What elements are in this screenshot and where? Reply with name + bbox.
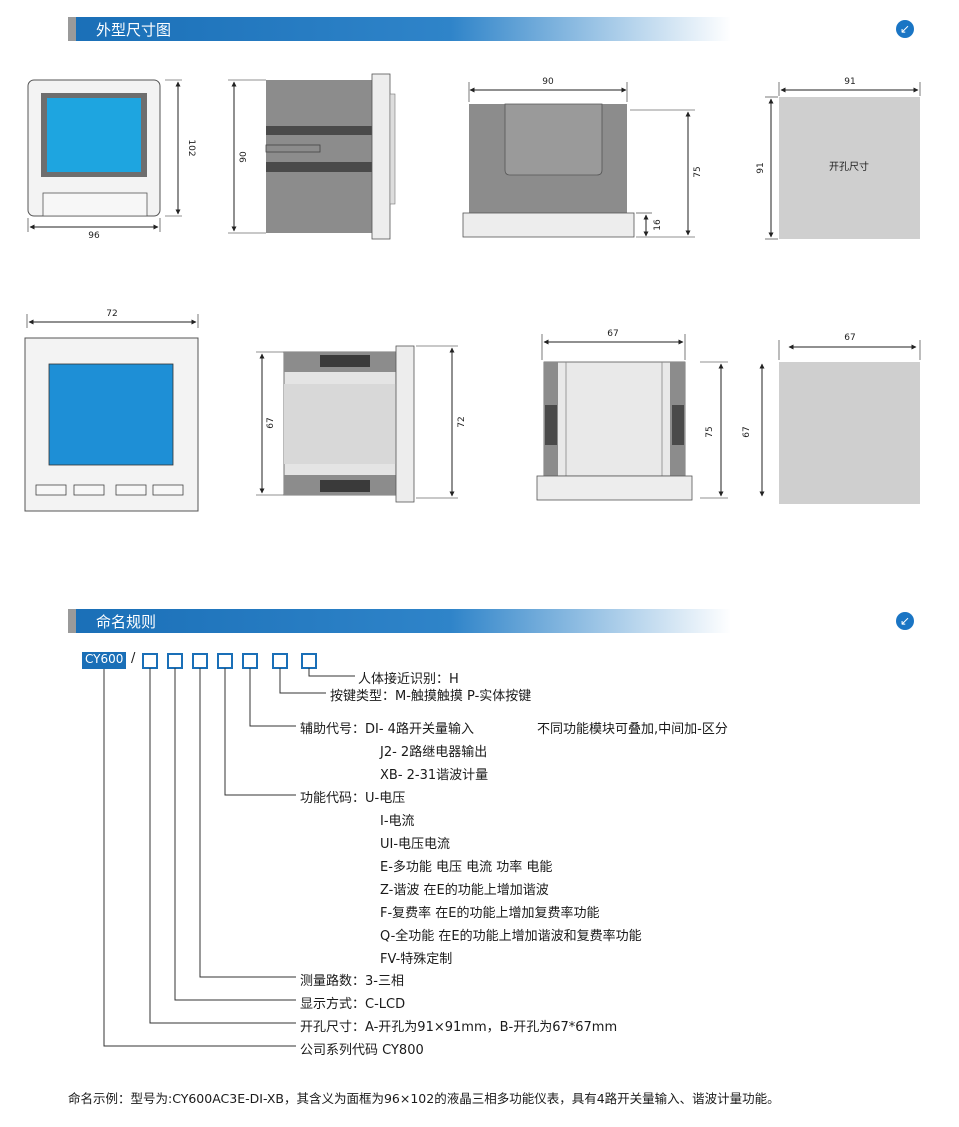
naming-line-func-u: 功能代码：U-电压 <box>300 791 406 806</box>
top-view-large: 90 75 16 <box>462 77 703 238</box>
naming-line-aux-j2: J2- 2路继电器输出 <box>380 745 488 760</box>
arrow-down-left-icon[interactable]: ↙ <box>896 612 914 630</box>
section-title: 外型尺寸图 <box>96 21 172 39</box>
model-code: CY600 <box>85 652 124 666</box>
naming-example: 命名示例：型号为:CY600AC3E-DI-XB，其含义为面框为96×102的液… <box>68 1091 780 1106</box>
cutout-height-label: 91 <box>756 162 766 173</box>
top-small-height-label: 67 <box>742 426 752 437</box>
naming-line-func-f: F-复费率 在E的功能上增加复费率功能 <box>380 906 600 921</box>
naming-line-func-z: Z-谐波 在E的功能上增加谐波 <box>380 883 549 898</box>
dimension-drawings: 102 96 90 90 75 16 <box>24 73 921 512</box>
section-header-dimensions: 外型尺寸图 ↙ <box>68 17 918 41</box>
top-flange-label: 16 <box>653 219 663 231</box>
naming-line-key-type: 按键类型：M-触摸触摸 P-实体按键 <box>330 689 532 704</box>
section-marker <box>68 17 76 41</box>
naming-line-func-e: E-多功能 电压 电流 功率 电能 <box>380 860 553 875</box>
top-view-small: 67 75 67 <box>536 329 765 501</box>
naming-line-body-sense: 人体接近识别：H <box>358 672 459 687</box>
side-depth-label: 90 <box>239 151 249 163</box>
side-view-small: 67 72 <box>256 345 467 503</box>
naming-line-func-fv: FV-特殊定制 <box>380 952 453 967</box>
arrow-down-left-icon[interactable]: ↙ <box>896 20 914 38</box>
cutout-small-width-label: 67 <box>844 333 855 343</box>
side-small-left-label: 67 <box>266 417 276 428</box>
naming-line-display: 显示方式：C-LCD <box>300 997 406 1012</box>
section-marker <box>68 609 76 633</box>
naming-line-aux-xb: XB- 2-31谐波计量 <box>380 768 489 783</box>
front-width-label: 96 <box>88 231 100 241</box>
naming-line-func-i: I-电流 <box>380 814 415 829</box>
cutout-small: 67 <box>778 333 921 504</box>
naming-line-aux-note: 不同功能模块可叠加,中间加-区分 <box>537 722 728 737</box>
top-width-label: 90 <box>542 77 554 87</box>
cutout-width-label: 91 <box>844 77 855 87</box>
cutout-large: 91 开孔尺寸 91 <box>756 77 921 240</box>
naming-line-cutout: 开孔尺寸：A-开孔为91×91mm，B-开孔为67*67mm <box>300 1020 618 1035</box>
top-body-label: 75 <box>693 166 703 177</box>
front-view-large: 102 96 <box>27 79 196 241</box>
section-header-naming: 命名规则 ↙ <box>68 609 918 633</box>
side-view-large: 90 <box>228 73 396 240</box>
front-small-width-label: 72 <box>106 309 117 319</box>
front-view-small: 72 <box>24 309 199 512</box>
front-height-label: 102 <box>186 139 196 156</box>
naming-line-channels: 测量路数：3-三相 <box>300 974 404 989</box>
top-small-body-label: 75 <box>705 426 715 437</box>
naming-line-func-ui: UI-电压电流 <box>380 837 451 852</box>
cutout-label: 开孔尺寸 <box>829 160 869 173</box>
section-title: 命名规则 <box>96 613 157 631</box>
naming-tree <box>82 652 355 1047</box>
naming-line-func-q: Q-全功能 在E的功能上增加谐波和复费率功能 <box>380 929 642 944</box>
top-small-width-label: 67 <box>607 329 618 339</box>
naming-line-aux-di: 辅助代号：DI- 4路开关量输入 <box>300 722 474 737</box>
naming-line-series: 公司系列代码 CY800 <box>300 1043 424 1058</box>
side-small-right-label: 72 <box>457 416 467 427</box>
model-slash: / <box>131 651 136 666</box>
